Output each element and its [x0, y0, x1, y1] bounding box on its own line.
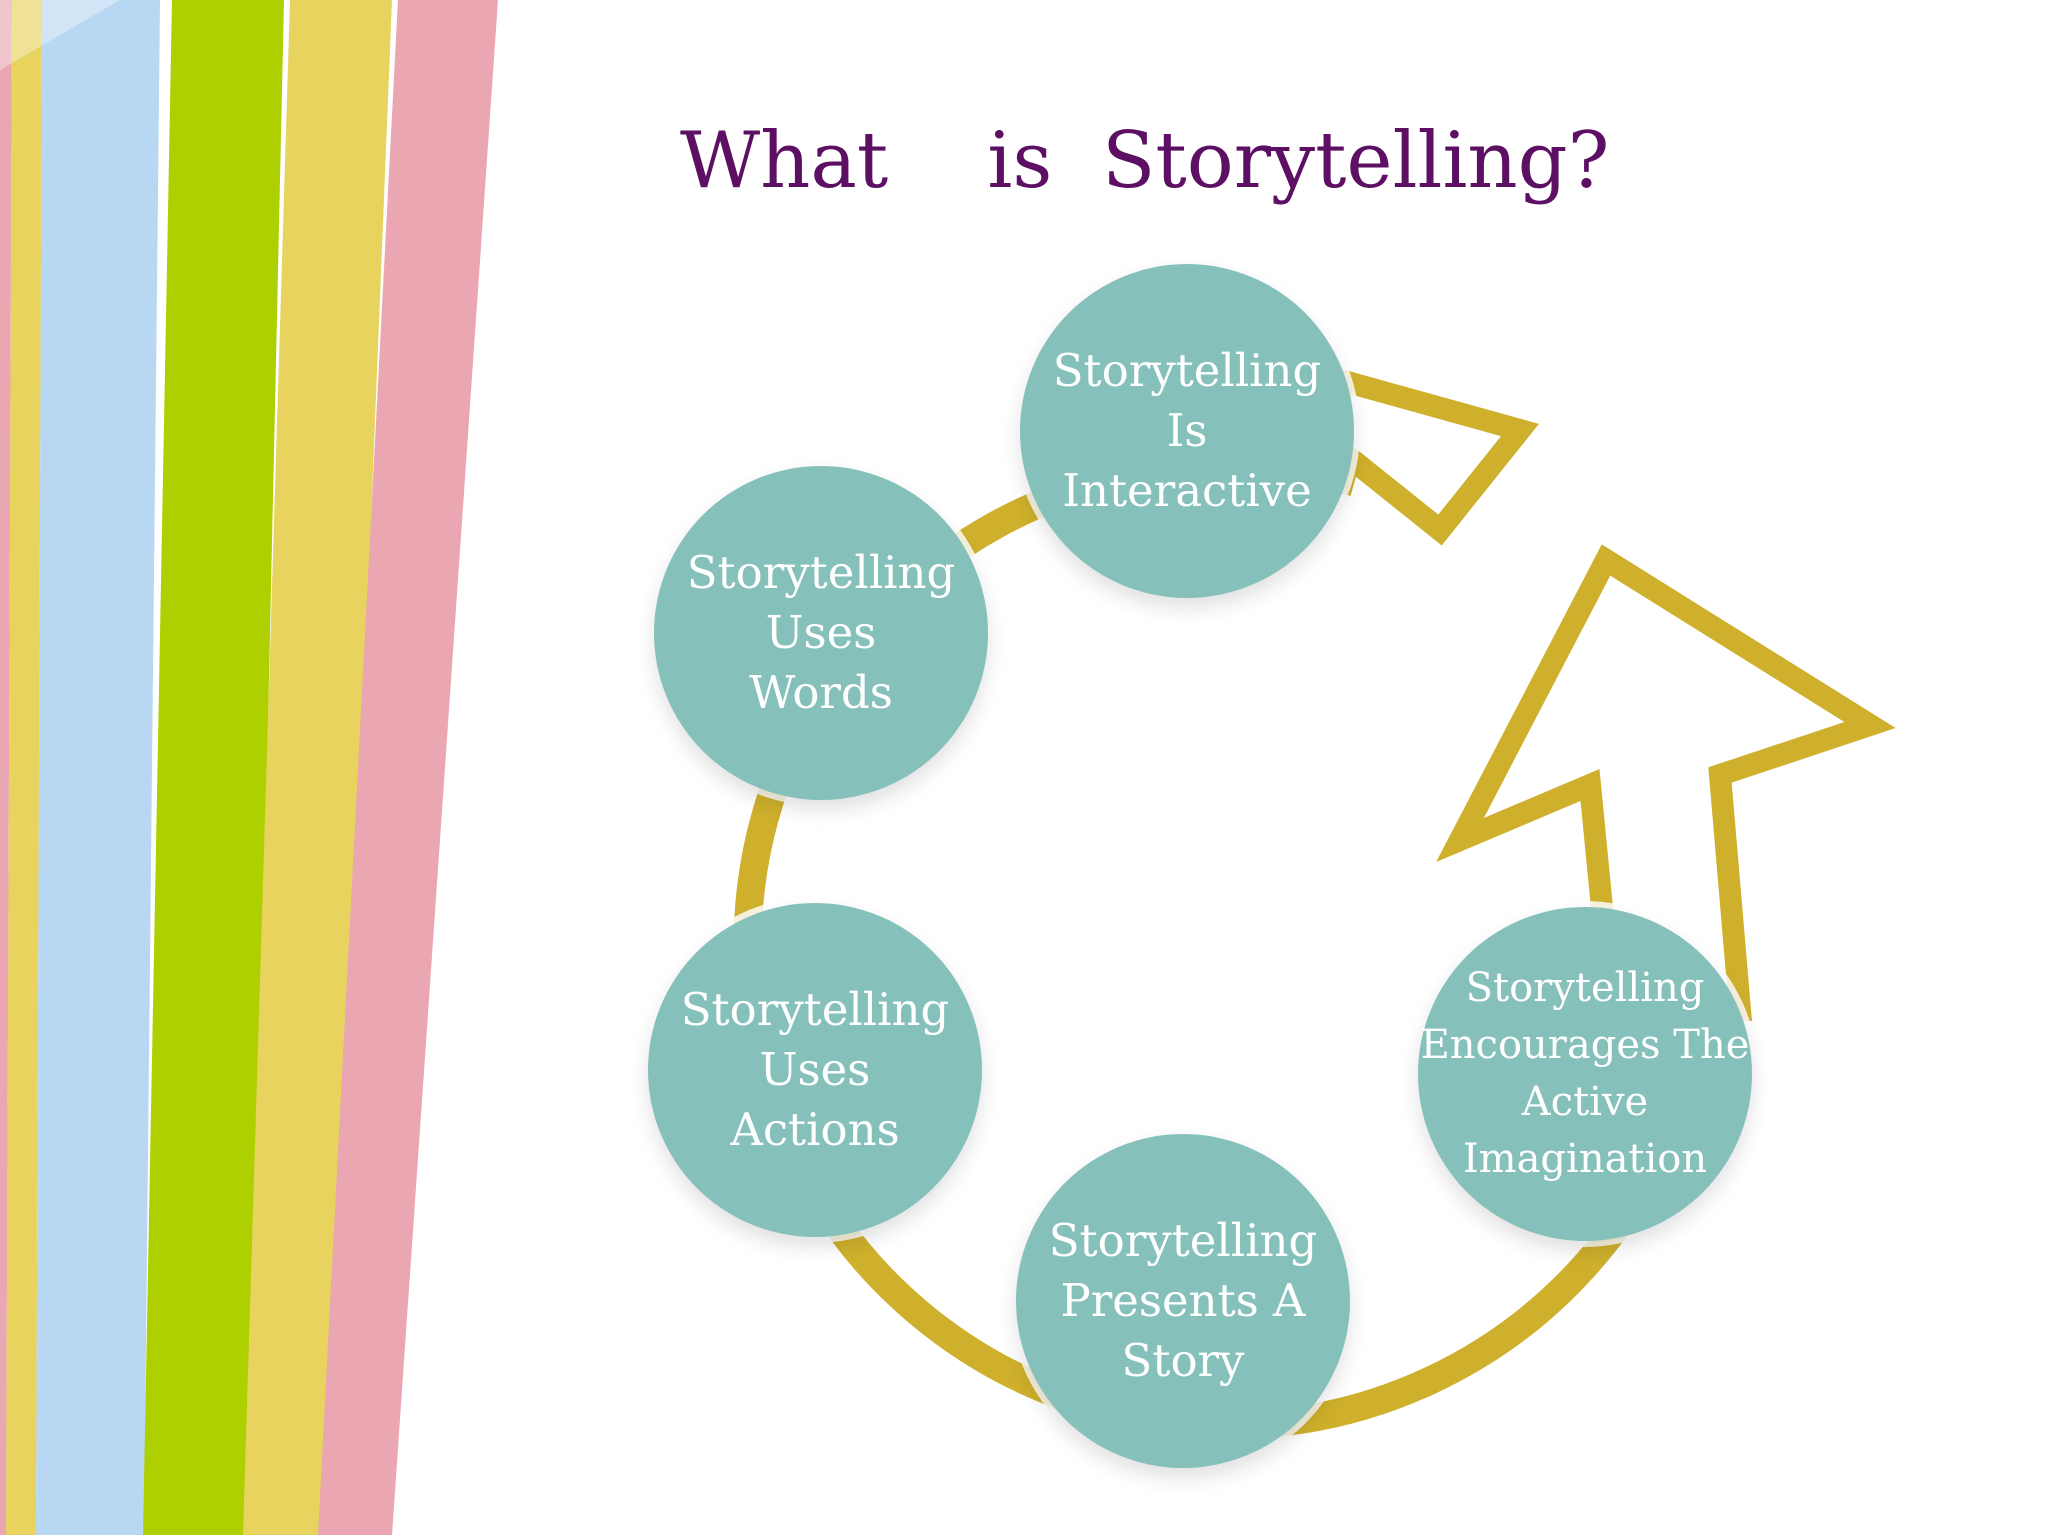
node-active-imagination: Storytelling Encourages The Active Imagi…: [1418, 907, 1752, 1241]
node-uses-words: Storytelling Uses Words: [654, 466, 988, 800]
page-title: What is Storytelling?: [680, 116, 1610, 206]
stripe-blue: [36, 0, 160, 1535]
node-uses-words-label: Storytelling Uses Words: [686, 546, 956, 719]
node-interactive: Storytelling Is Interactive: [1020, 264, 1354, 598]
node-interactive-label: Storytelling Is Interactive: [1052, 344, 1322, 517]
decorative-stripes: [0, 0, 498, 1535]
stripe-yellow: [243, 0, 392, 1535]
stripe-pink-left: [0, 0, 12, 1535]
stripe-highlight: [0, 0, 120, 70]
stripe-green: [143, 0, 284, 1535]
stripe-pink: [318, 0, 498, 1535]
node-active-imagination-label: Storytelling Encourages The Active Imagi…: [1420, 965, 1750, 1182]
node-presents-story: Storytelling Presents A Story: [1016, 1134, 1350, 1468]
node-uses-actions-label: Storytelling Uses Actions: [680, 983, 950, 1156]
arrow-head-upper: [1329, 365, 1539, 546]
node-uses-actions: Storytelling Uses Actions: [648, 903, 982, 1237]
stripe-yellow-left: [6, 0, 42, 1535]
node-presents-story-label: Storytelling Presents A Story: [1048, 1214, 1318, 1387]
